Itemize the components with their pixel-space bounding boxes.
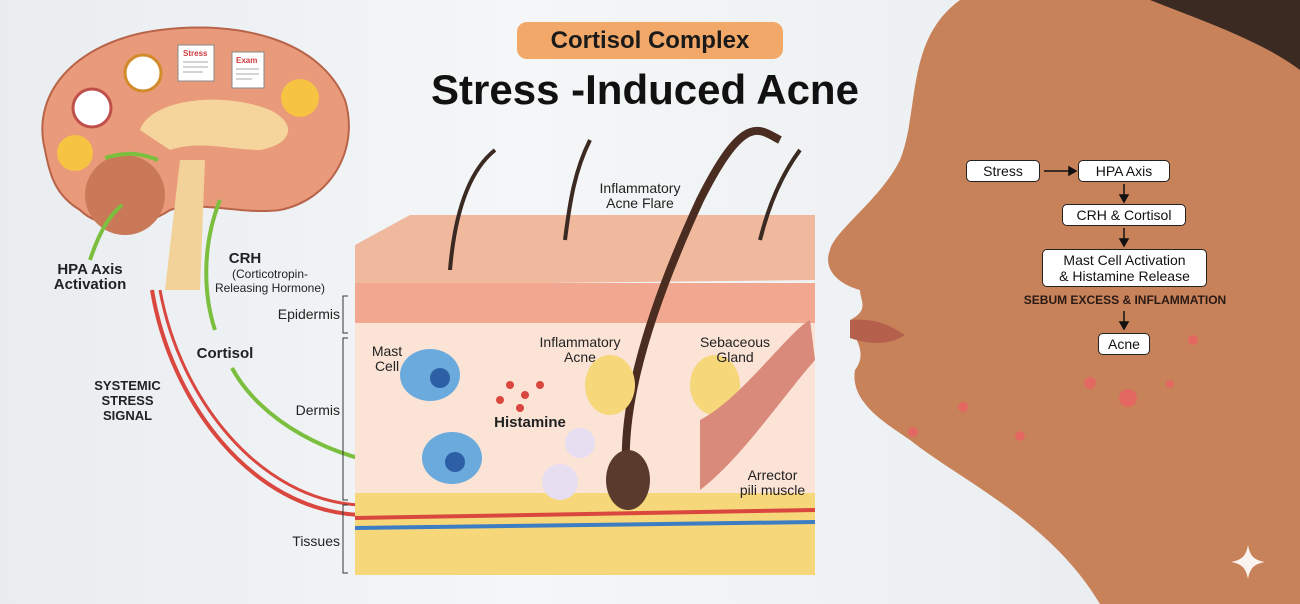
title-tag: Cortisol Complex [517, 22, 783, 59]
crh-full-label: (Corticotropin-Releasing Hormone) [205, 267, 335, 295]
face-profile [828, 0, 1300, 604]
crh-full-line: Releasing Hormone) [214, 281, 326, 295]
flow-mast-line: & Histamine Release [1059, 268, 1190, 284]
crh-label: CRH [228, 250, 262, 267]
systemic-line: SYSTEMIC [94, 378, 161, 393]
dermis-label: Dermis [295, 402, 340, 418]
angry-face-icon [57, 135, 93, 171]
worried-face-icon [281, 79, 319, 117]
crh-full-line: (Corticotropin- [231, 267, 309, 281]
flare-line: Acne Flare [606, 195, 674, 211]
sebaceous-line: Sebaceous [699, 334, 771, 350]
systemic-line: STRESS [101, 393, 154, 408]
skin-cross-section [354, 126, 816, 575]
flow-stress: Stress [966, 160, 1040, 182]
flow-mast-cell: Mast Cell Activation& Histamine Release [1042, 249, 1207, 287]
flow-acne: Acne [1098, 333, 1150, 355]
hpa-activation-line: Activation [53, 276, 127, 293]
epidermis-label: Epidermis [277, 306, 340, 322]
page-title: Stress -Induced Acne [431, 66, 859, 113]
tissues-label: Tissues [292, 533, 340, 549]
sebaceous-line: Gland [716, 349, 754, 365]
hpa-activation-line: HPA Axis [57, 261, 123, 278]
flow-crh-cortisol: CRH & Cortisol [1062, 204, 1186, 226]
stress-document-label: Stress [183, 49, 208, 58]
mast-cell-line: Mast [371, 343, 403, 359]
flow-mast-line: Mast Cell Activation [1063, 252, 1186, 268]
cortisol-label: Cortisol [196, 345, 254, 362]
clock-icon [71, 87, 113, 129]
flow-arrows [1044, 165, 1130, 331]
flare-line: Inflammatory [599, 180, 681, 196]
inflam-acne-line: Inflammatory [539, 334, 621, 350]
flow-sebum: SEBUM EXCESS & INFLAMMATION [1023, 293, 1227, 307]
stress-document-icon [177, 44, 215, 82]
brain: Stress Exam [41, 26, 350, 290]
exam-document-label: Exam [236, 56, 257, 65]
inflam-acne-line: Acne [564, 349, 596, 365]
mast-cell-line: Cell [374, 358, 400, 374]
alarm-clock-icon [123, 53, 163, 93]
layer-brackets [342, 295, 348, 574]
arrector-line: Arrector [747, 467, 798, 483]
sparkle-icon [1231, 545, 1265, 579]
arrector-line: pili muscle [739, 482, 806, 498]
histamine-label: Histamine [494, 414, 566, 431]
flow-hpa-axis: HPA Axis [1078, 160, 1170, 182]
exam-document-icon [231, 51, 265, 89]
systemic-line: SIGNAL [102, 408, 153, 423]
